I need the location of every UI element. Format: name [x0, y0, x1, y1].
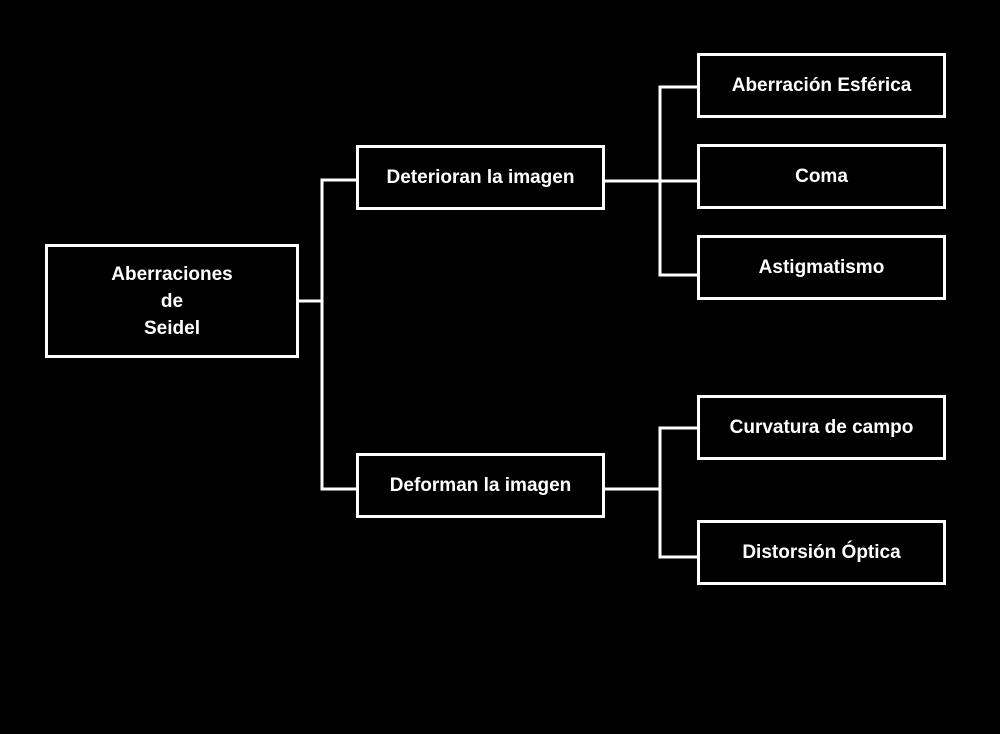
root-line-3: Seidel [144, 317, 200, 339]
leaf-label: Curvatura de campo [729, 416, 914, 438]
branch-label: Deforman la imagen [389, 474, 572, 496]
leaf-node-distorsion-optica: Distorsión Óptica [697, 520, 946, 585]
leaf-label: Aberración Esférica [731, 74, 912, 96]
root-node: Aberraciones de Seidel [45, 244, 299, 358]
leaf-label: Astigmatismo [758, 256, 885, 278]
branch-node-deterioran: Deterioran la imagen [356, 145, 605, 210]
leaf-node-coma: Coma [697, 144, 946, 209]
leaf-node-astigmatismo: Astigmatismo [697, 235, 946, 300]
root-label: Aberraciones de Seidel [111, 261, 232, 342]
root-line-1: Aberraciones [111, 263, 233, 285]
root-line-2: de [160, 290, 184, 312]
leaf-node-curvatura-de-campo: Curvatura de campo [697, 395, 946, 460]
branch-node-deforman: Deforman la imagen [356, 453, 605, 518]
leaf-node-aberracion-esferica: Aberración Esférica [697, 53, 946, 118]
leaf-label: Distorsión Óptica [742, 541, 901, 563]
branch-label: Deterioran la imagen [386, 166, 575, 188]
leaf-label: Coma [795, 165, 848, 187]
